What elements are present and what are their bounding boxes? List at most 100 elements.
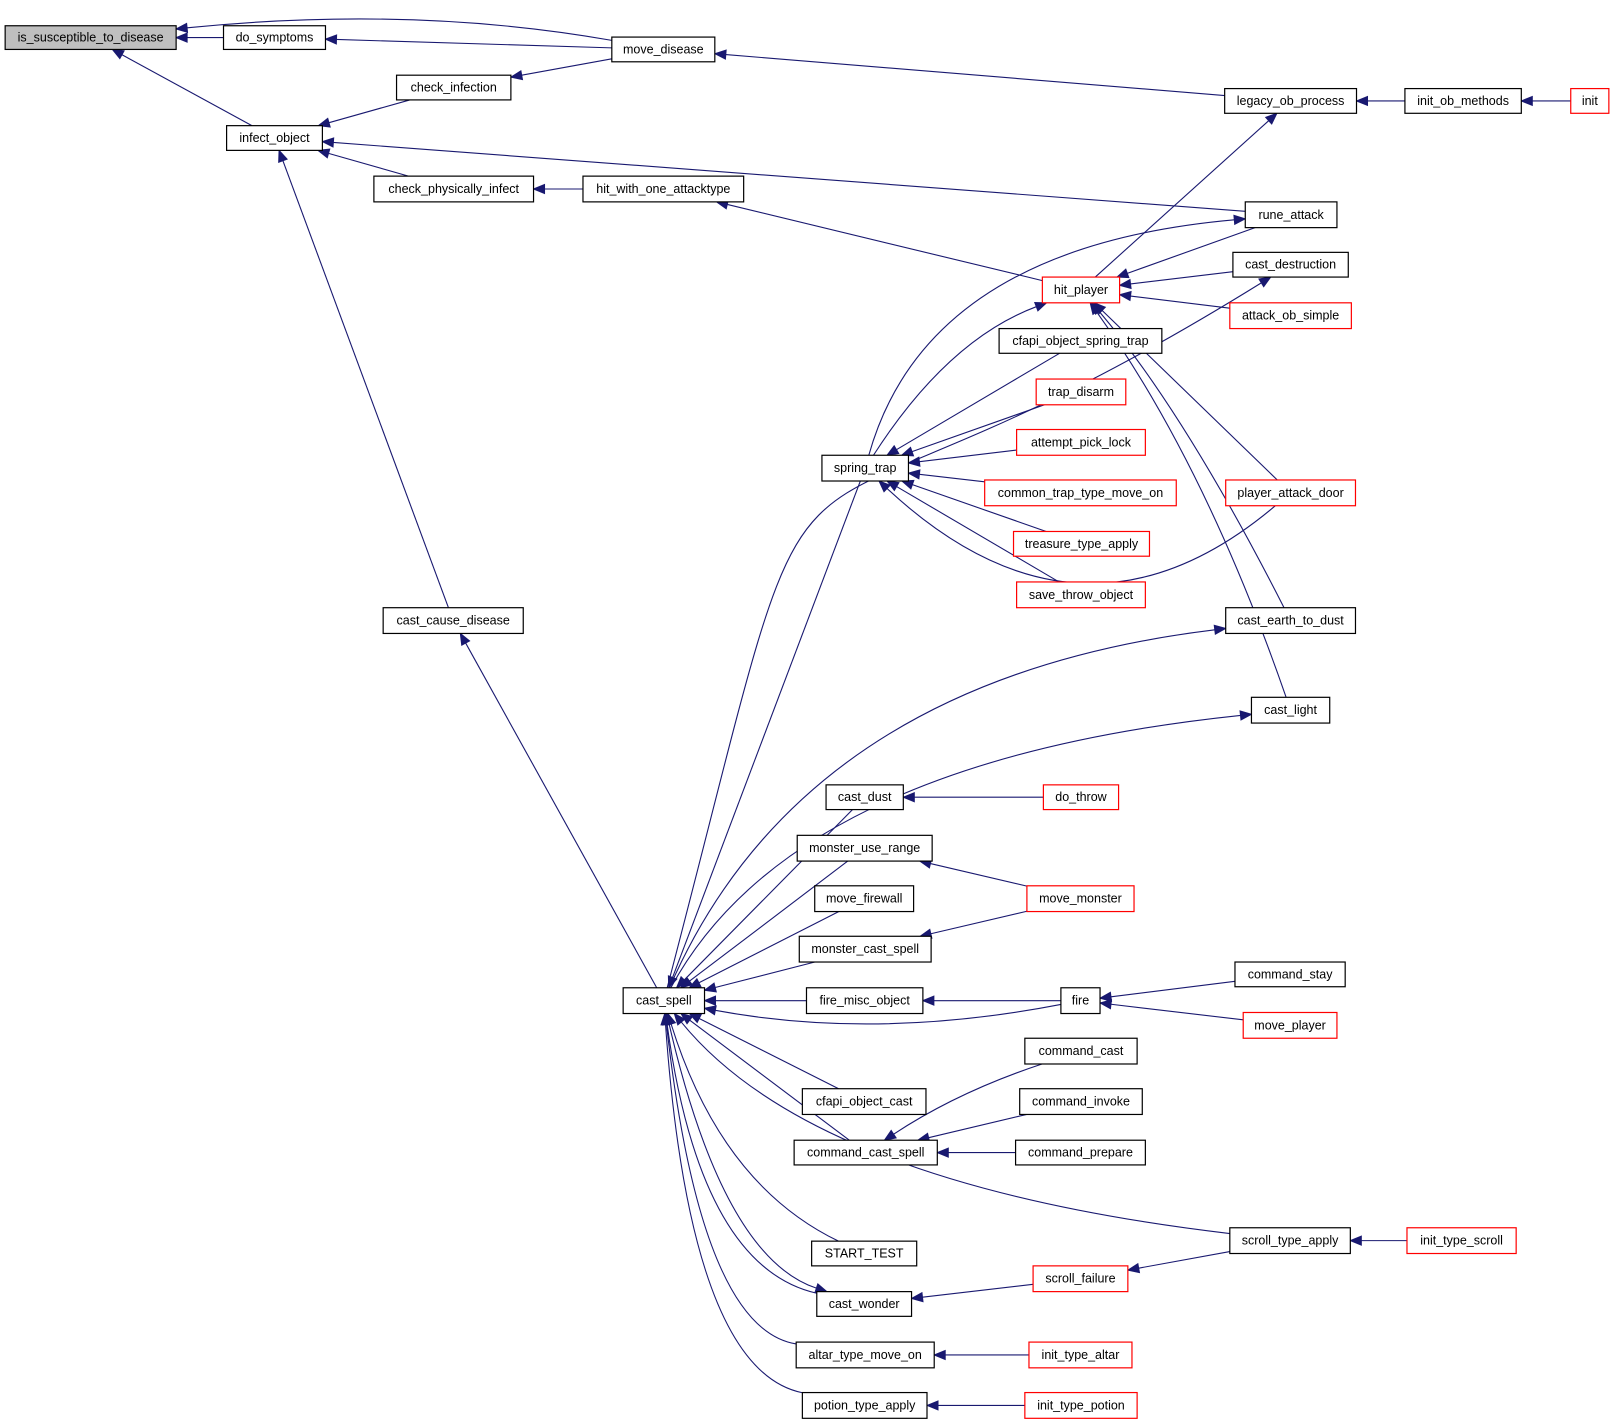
node-box[interactable] (1229, 1227, 1351, 1255)
node-box[interactable] (1024, 1037, 1138, 1065)
node-cfapi-object-spring-trap[interactable]: cfapi_object_spring_trap (998, 327, 1163, 354)
node-box[interactable] (1042, 784, 1120, 811)
node-box[interactable] (1026, 885, 1135, 913)
node-init-type-scroll[interactable]: init_type_scroll (1406, 1227, 1517, 1255)
node-box[interactable] (1041, 276, 1121, 304)
node-box[interactable] (1234, 961, 1346, 988)
node-box[interactable] (1242, 1011, 1338, 1039)
node-command-invoke[interactable]: command_invoke (1019, 1088, 1143, 1116)
node-box[interactable] (998, 327, 1163, 354)
node-box[interactable] (1406, 1227, 1517, 1255)
node-box[interactable] (1224, 87, 1358, 114)
node-box[interactable] (582, 175, 745, 203)
node-box[interactable] (798, 935, 932, 963)
node-box[interactable] (382, 607, 524, 635)
node-cast-earth-to-dust[interactable]: cast_earth_to_dust (1225, 607, 1357, 635)
node-cfapi-object-cast[interactable]: cfapi_object_cast (801, 1088, 927, 1116)
node-monster-use-range[interactable]: monster_use_range (796, 834, 933, 862)
node-box[interactable] (1019, 1088, 1143, 1116)
node-box[interactable] (1060, 987, 1101, 1015)
node-box[interactable] (4, 25, 177, 51)
node-hit-player[interactable]: hit_player (1041, 276, 1121, 304)
node-box[interactable] (801, 1088, 927, 1116)
node-box[interactable] (816, 1291, 913, 1317)
node-command-cast[interactable]: command_cast (1024, 1037, 1138, 1065)
node-cast-destruction[interactable]: cast_destruction (1232, 251, 1349, 278)
node-box[interactable] (793, 1139, 938, 1166)
node-box[interactable] (825, 784, 904, 811)
node-treasure-type-apply[interactable]: treasure_type_apply (1012, 530, 1151, 557)
node-init-type-potion[interactable]: init_type_potion (1024, 1391, 1138, 1419)
node-command-prepare[interactable]: command_prepare (1014, 1139, 1146, 1166)
node-cast-cause-disease[interactable]: cast_cause_disease (382, 607, 524, 635)
node-attempt-pick-lock[interactable]: attempt_pick_lock (1016, 428, 1146, 456)
node-box[interactable] (821, 454, 910, 482)
node-move-disease[interactable]: move_disease (611, 36, 716, 63)
node-common-trap-type-move-on[interactable]: common_trap_type_move_on (984, 479, 1177, 507)
node-box[interactable] (395, 74, 512, 101)
node-fire-misc-object[interactable]: fire_misc_object (805, 987, 924, 1015)
node-spring-trap[interactable]: spring_trap (821, 454, 910, 482)
node-box[interactable] (1570, 87, 1610, 114)
node-command-stay[interactable]: command_stay (1234, 961, 1346, 988)
node-scroll-type-apply[interactable]: scroll_type_apply (1229, 1227, 1351, 1255)
node-monster-cast-spell[interactable]: monster_cast_spell (798, 935, 932, 963)
node-save-throw-object[interactable]: save_throw_object (1016, 581, 1146, 609)
node-box[interactable] (1024, 1391, 1138, 1419)
node-box[interactable] (1028, 1341, 1133, 1369)
node-box[interactable] (1035, 378, 1127, 406)
node-box[interactable] (611, 36, 716, 63)
node-start-test[interactable]: START_TEST (811, 1240, 918, 1267)
node-move-firewall[interactable]: move_firewall (814, 885, 915, 913)
node-player-attack-door[interactable]: player_attack_door (1225, 479, 1357, 507)
node-box[interactable] (1225, 479, 1357, 507)
node-box[interactable] (811, 1240, 918, 1267)
node-box[interactable] (1014, 1139, 1146, 1166)
node-box[interactable] (226, 125, 323, 151)
node-is-susceptible-to-disease[interactable]: is_susceptible_to_disease (4, 25, 177, 51)
node-infect-object[interactable]: infect_object (226, 125, 323, 151)
node-check-infection[interactable]: check_infection (395, 74, 512, 101)
node-box[interactable] (805, 987, 924, 1015)
node-box[interactable] (1032, 1265, 1129, 1293)
node-box[interactable] (1225, 607, 1357, 635)
node-move-player[interactable]: move_player (1242, 1011, 1338, 1039)
node-rune-attack[interactable]: rune_attack (1244, 201, 1338, 229)
node-box[interactable] (796, 834, 933, 862)
node-box[interactable] (1244, 201, 1338, 229)
node-box[interactable] (1012, 530, 1151, 557)
node-box[interactable] (801, 1391, 928, 1419)
node-cast-dust[interactable]: cast_dust (825, 784, 904, 811)
node-do-throw[interactable]: do_throw (1042, 784, 1120, 811)
node-attack-ob-simple[interactable]: attack_ob_simple (1229, 302, 1352, 330)
node-fire[interactable]: fire (1060, 987, 1101, 1015)
node-box[interactable] (1016, 581, 1146, 609)
node-potion-type-apply[interactable]: potion_type_apply (801, 1391, 928, 1419)
node-box[interactable] (222, 25, 327, 51)
node-move-monster[interactable]: move_monster (1026, 885, 1135, 913)
node-box[interactable] (795, 1341, 935, 1369)
node-init-ob-methods[interactable]: init_ob_methods (1404, 87, 1522, 114)
node-box[interactable] (1229, 302, 1352, 330)
node-scroll-failure[interactable]: scroll_failure (1032, 1265, 1129, 1293)
node-box[interactable] (814, 885, 915, 913)
node-box[interactable] (622, 987, 706, 1015)
node-command-cast-spell[interactable]: command_cast_spell (793, 1139, 938, 1166)
node-trap-disarm[interactable]: trap_disarm (1035, 378, 1127, 406)
node-do-symptoms[interactable]: do_symptoms (222, 25, 327, 51)
node-box[interactable] (373, 175, 535, 203)
node-box[interactable] (984, 479, 1177, 507)
node-box[interactable] (1232, 251, 1349, 278)
node-cast-wonder[interactable]: cast_wonder (816, 1291, 913, 1317)
node-check-physically-infect[interactable]: check_physically_infect (373, 175, 535, 203)
node-legacy-ob-process[interactable]: legacy_ob_process (1224, 87, 1358, 114)
node-init-type-altar[interactable]: init_type_altar (1028, 1341, 1133, 1369)
node-cast-light[interactable]: cast_light (1250, 696, 1331, 724)
node-hit-with-one-attacktype[interactable]: hit_with_one_attacktype (582, 175, 745, 203)
node-box[interactable] (1016, 428, 1146, 456)
node-box[interactable] (1404, 87, 1522, 114)
node-box[interactable] (1250, 696, 1331, 724)
node-init[interactable]: init (1570, 87, 1610, 114)
node-altar-type-move-on[interactable]: altar_type_move_on (795, 1341, 935, 1369)
node-cast-spell[interactable]: cast_spell (622, 987, 706, 1015)
